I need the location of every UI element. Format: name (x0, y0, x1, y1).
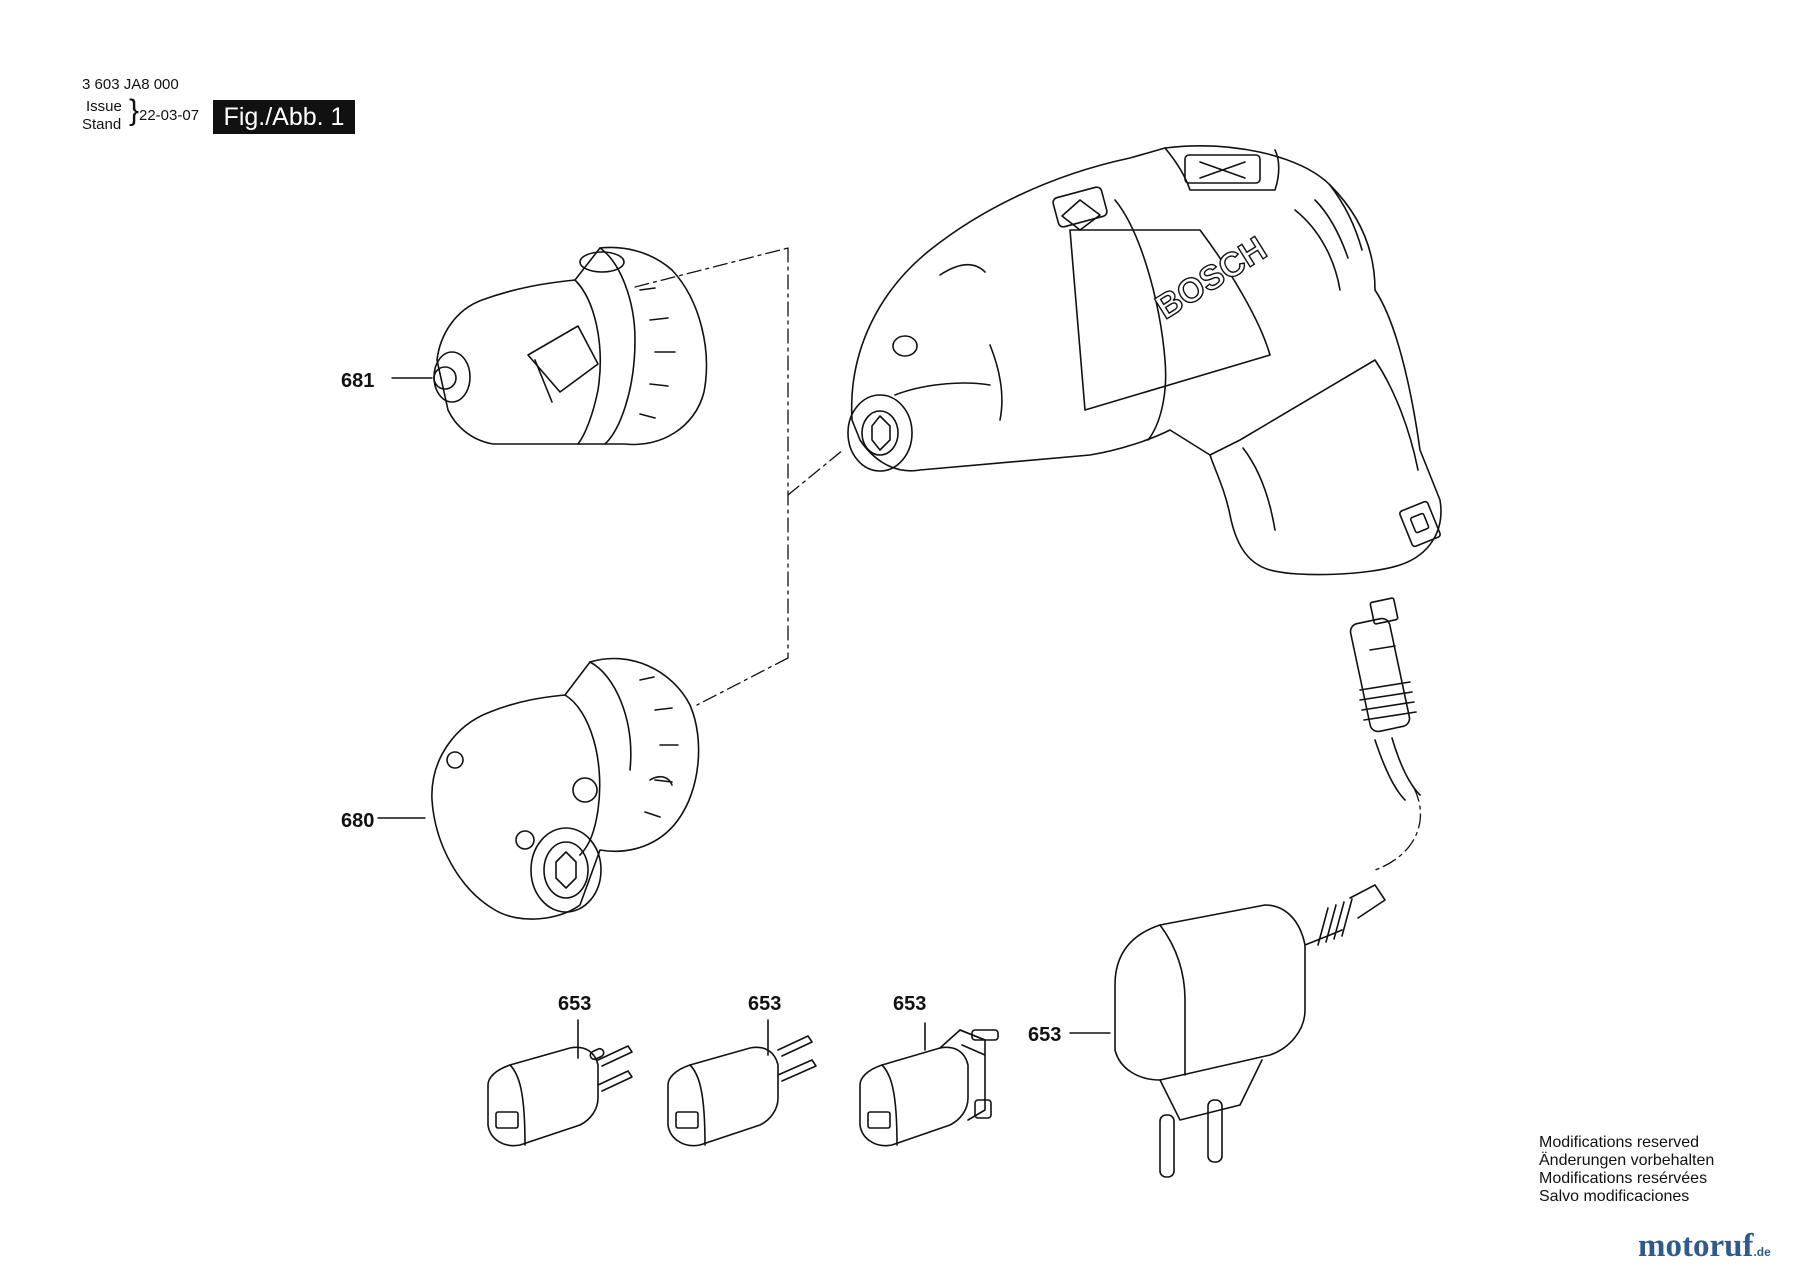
callout-680: 680 (341, 810, 374, 832)
callout-653-c: 653 (893, 993, 926, 1015)
part-680-angle-adapter (377, 657, 700, 920)
notice-line-en: Modifications reserved (1539, 1134, 1700, 1151)
watermark-main: motoruf (1638, 1228, 1754, 1264)
power-adapter-eu (1069, 884, 1386, 1178)
notice-line-de: Änderungen vorbehalten (1539, 1152, 1715, 1169)
part-681-straight-chuck (391, 246, 708, 446)
stand-label: Stand (82, 116, 122, 133)
watermark-logo: motoruf.de (1638, 1228, 1771, 1265)
callout-653-a: 653 (558, 993, 591, 1015)
callout-653-b: 653 (748, 993, 781, 1015)
notice-line-es: Salvo modificaciones (1539, 1188, 1690, 1205)
issue-date: 22-03-07 (139, 107, 200, 124)
usb-cable-connector (1349, 597, 1421, 801)
issue-label: Issue (86, 98, 122, 115)
callout-681: 681 (341, 370, 374, 392)
callout-653-d: 653 (1028, 1024, 1061, 1046)
plug-adapter-b (667, 1019, 817, 1147)
watermark-tld: .de (1753, 1245, 1771, 1259)
plug-adapter-c (859, 1022, 999, 1147)
plug-adapter-a (487, 1019, 633, 1147)
assembly-guide-lines (634, 247, 1422, 871)
figure-label: Fig./Abb. 1 (213, 100, 355, 134)
notice-line-fr: Modifications resérvées (1539, 1170, 1708, 1187)
modifications-notice: Modifications reserved Änderungen vorbeh… (1539, 1134, 1714, 1206)
screwdriver-body (847, 145, 1442, 576)
document-number: 3 603 JA8 000 (82, 76, 179, 93)
issue-bracket: } (129, 94, 140, 127)
